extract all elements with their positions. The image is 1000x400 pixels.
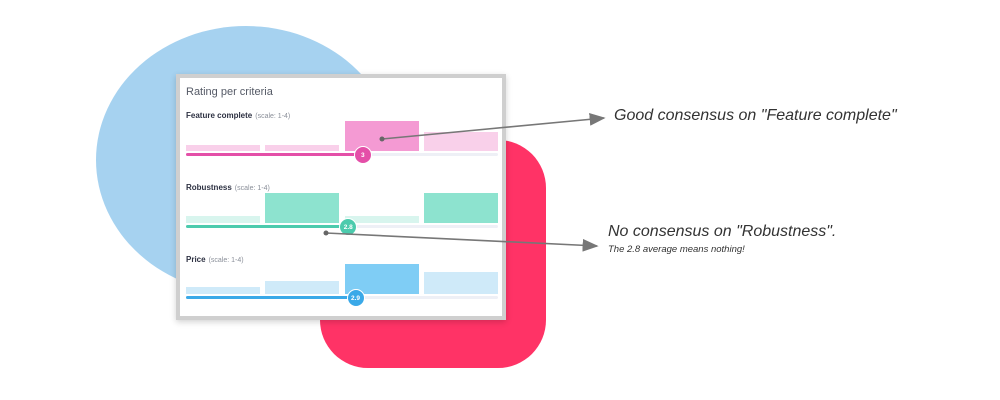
criterion-label-robustness: Robustness(scale: 1-4) — [186, 183, 270, 192]
rating-bar-3 — [344, 216, 419, 223]
criterion-chart-feature-complete: 3 — [186, 121, 498, 164]
rating-bar-4 — [423, 272, 498, 294]
rating-bar-1 — [186, 145, 260, 151]
criterion-chart-robustness: 2.8 — [186, 193, 498, 236]
rating-bar-1 — [186, 216, 260, 223]
average-knob: 3 — [353, 146, 372, 164]
criterion-scale: (scale: 1-4) — [208, 257, 244, 264]
criterion-label-feature-complete: Feature complete(scale: 1-4) — [186, 111, 290, 120]
rating-bar-2 — [265, 145, 340, 151]
rating-bar-2 — [265, 280, 340, 294]
rating-card: Rating per criteria Feature complete(sca… — [176, 74, 506, 320]
average-knob: 2.9 — [346, 289, 365, 307]
criterion-name: Feature complete — [186, 111, 253, 120]
arrow-start-dot — [323, 230, 329, 236]
slider-fill — [186, 153, 363, 156]
arrow-feature-complete — [381, 112, 606, 140]
rating-bar-2 — [265, 193, 340, 223]
criterion-scale: (scale: 1-4) — [234, 185, 270, 192]
callout-robustness-consensus: No consensus on "Robustness". — [608, 223, 837, 240]
criterion-scale: (scale: 1-4) — [255, 113, 291, 120]
average-knob: 2.8 — [339, 218, 358, 236]
criterion-name: Robustness — [186, 183, 232, 192]
rating-bar-4 — [423, 131, 498, 151]
arrow-robustness — [325, 232, 599, 252]
rating-bar-1 — [186, 287, 260, 294]
rating-bar-4 — [423, 193, 498, 223]
arrow-start-dot — [379, 136, 385, 142]
card-title: Rating per criteria — [186, 86, 273, 98]
slider-fill — [186, 296, 356, 299]
callout-robustness-note: The 2.8 average means nothing! — [608, 244, 745, 255]
slider-fill — [186, 225, 349, 228]
callout-feature-consensus: Good consensus on "Feature complete" — [614, 107, 897, 124]
criterion-label-price: Price(scale: 1-4) — [186, 255, 244, 264]
criterion-chart-price: 2.9 — [186, 264, 498, 307]
criterion-name: Price — [186, 255, 206, 264]
